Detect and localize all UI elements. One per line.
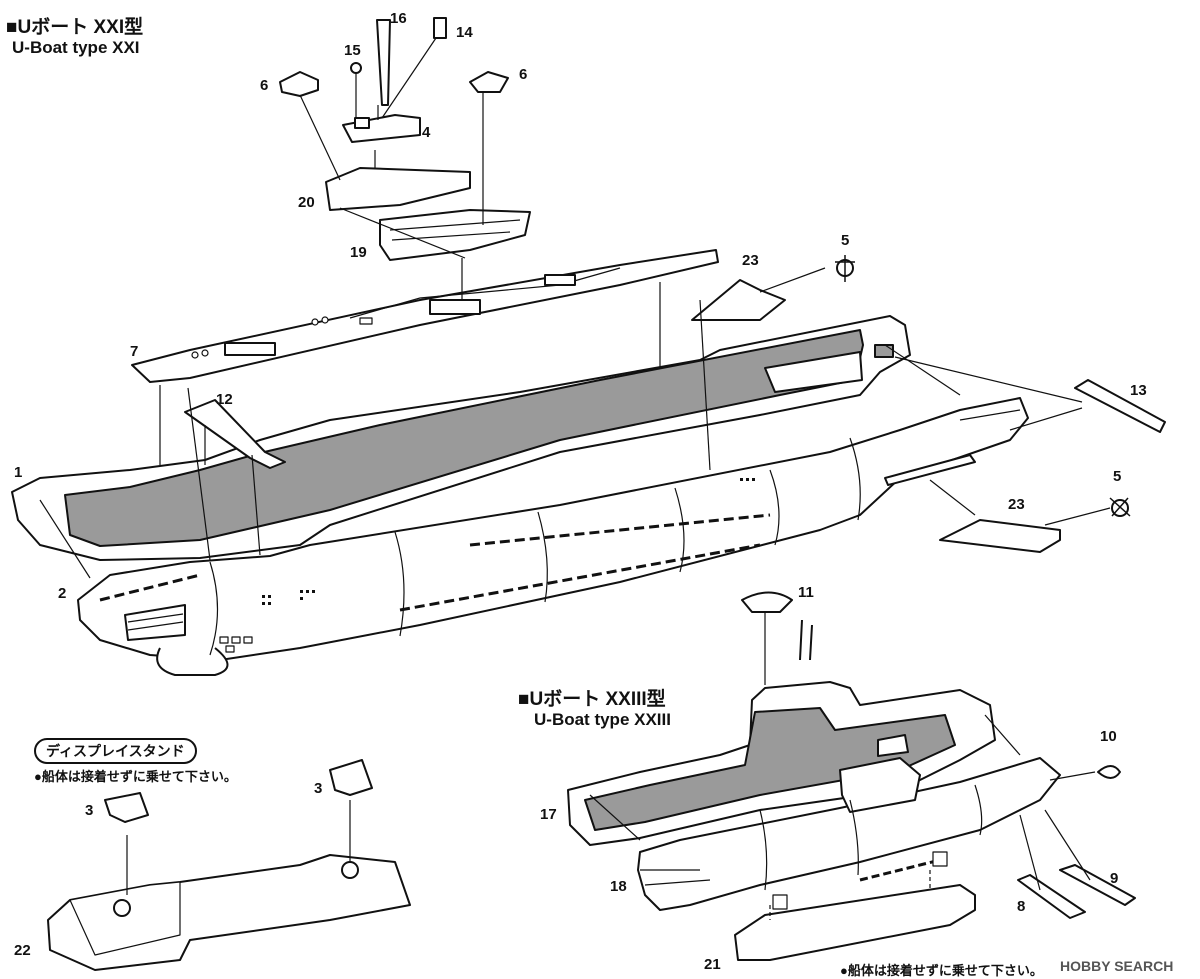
part-label-12: 12	[216, 391, 233, 408]
part-label-19: 19	[350, 244, 367, 261]
part-label-3a: 3	[85, 802, 94, 819]
part-label-22: 22	[14, 942, 31, 959]
part-label-3b: 3	[314, 780, 323, 797]
part-label-15: 15	[344, 42, 361, 59]
part-label-17: 17	[540, 806, 557, 823]
xxiii-lower-hull-part-18	[637, 591, 1121, 911]
display-stand-part-22	[47, 759, 411, 971]
part-label-16: 16	[390, 10, 407, 27]
part-label-23b: 23	[1008, 496, 1025, 513]
part-label-10: 10	[1100, 728, 1117, 745]
xxiii-title-jp: ■Uボート XXIII型	[518, 689, 666, 710]
part-label-11: 11	[798, 584, 814, 601]
part-label-23a: 23	[742, 252, 759, 269]
part-label-9: 9	[1110, 870, 1119, 887]
part-label-6b: 6	[519, 66, 528, 83]
part-label-20: 20	[298, 194, 315, 211]
part-label-5a: 5	[841, 232, 850, 249]
part-label-18: 18	[610, 878, 627, 895]
xxi-conning-tower-parts	[325, 114, 531, 261]
part-label-21: 21	[704, 956, 721, 973]
display-stand-note: ●船体は接着せずに乗せて下さい。	[34, 769, 237, 784]
xxi-deck-part-7	[131, 249, 719, 383]
xxiii-upper-hull-part-17	[567, 681, 996, 846]
part-label-5b: 5	[1113, 468, 1122, 485]
xxi-small-parts	[184, 17, 1166, 553]
part-label-2: 2	[58, 585, 67, 602]
watermark: HOBBY SEARCH	[1060, 958, 1174, 974]
xxi-lower-hull-part-2	[77, 397, 1029, 676]
bottom-note: ●船体は接着せずに乗せて下さい。	[840, 963, 1043, 978]
xxiii-title-en: U-Boat type XXIII	[534, 710, 671, 729]
part-label-1: 1	[14, 464, 23, 481]
display-stand-title: ディスプレイスタンド	[34, 738, 197, 764]
xxiii-stand-part-21	[734, 864, 1136, 961]
leader-lines	[39, 37, 1111, 920]
part-label-13: 13	[1130, 382, 1147, 399]
part-label-7: 7	[130, 343, 139, 360]
part-label-8: 8	[1017, 898, 1026, 915]
part-label-14: 14	[456, 24, 473, 41]
part-label-6a: 6	[260, 77, 269, 94]
xxi-title-en: U-Boat type XXI	[12, 38, 140, 57]
part-label-4: 4	[422, 124, 431, 141]
xxi-title-jp: ■Uボート XXI型	[6, 17, 144, 38]
